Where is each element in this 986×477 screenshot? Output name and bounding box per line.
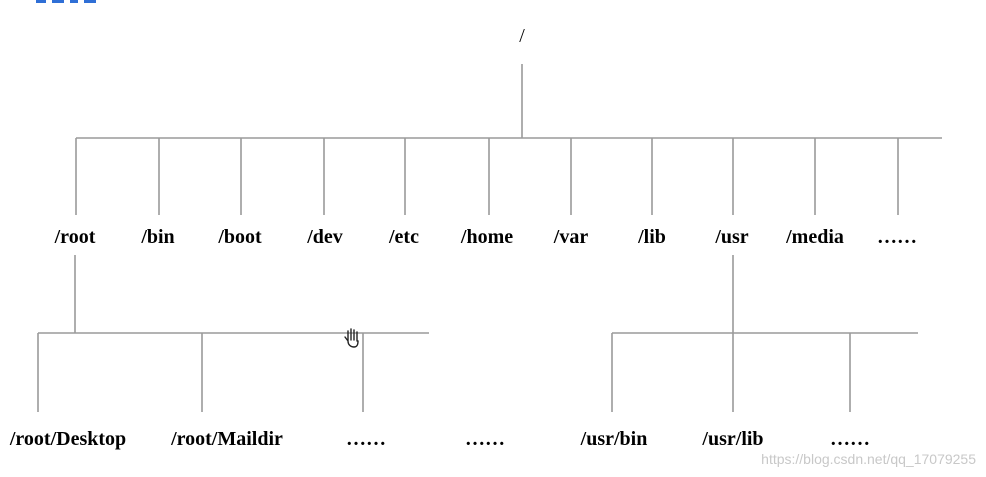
node-root: /root (54, 226, 96, 248)
node-usr-bin: /usr/bin (580, 428, 648, 450)
node-more: …… (877, 226, 917, 248)
node-bin: /bin (140, 226, 174, 248)
node-usr: /usr (714, 226, 748, 248)
hand-pointer-icon (344, 328, 359, 348)
cropped-heading-fragment (36, 0, 96, 3)
node-boot: /boot (217, 226, 262, 248)
node-var: /var (553, 226, 589, 248)
node-lib: /lib (637, 226, 666, 248)
node-root-desktop: /root/Desktop (9, 428, 126, 450)
usr-children-labels: /usr/bin /usr/lib …… (580, 428, 870, 450)
tree-connectors (37, 64, 942, 412)
root-node-label: / (519, 25, 525, 47)
level1-labels: /root /bin /boot /dev /etc /home /var /l… (54, 226, 917, 248)
node-media: /media (785, 226, 844, 248)
node-usr-more: …… (830, 428, 870, 450)
node-extra-more: …… (465, 428, 505, 450)
watermark-text: https://blog.csdn.net/qq_17079255 (761, 451, 976, 467)
node-home: /home (460, 226, 513, 248)
node-dev: /dev (306, 226, 343, 248)
root-children-labels: /root/Desktop /root/Maildir …… …… (9, 428, 505, 450)
node-usr-lib: /usr/lib (701, 428, 763, 450)
node-root-maildir: /root/Maildir (170, 428, 283, 450)
node-etc: /etc (388, 226, 419, 248)
node-root-more: …… (346, 428, 386, 450)
